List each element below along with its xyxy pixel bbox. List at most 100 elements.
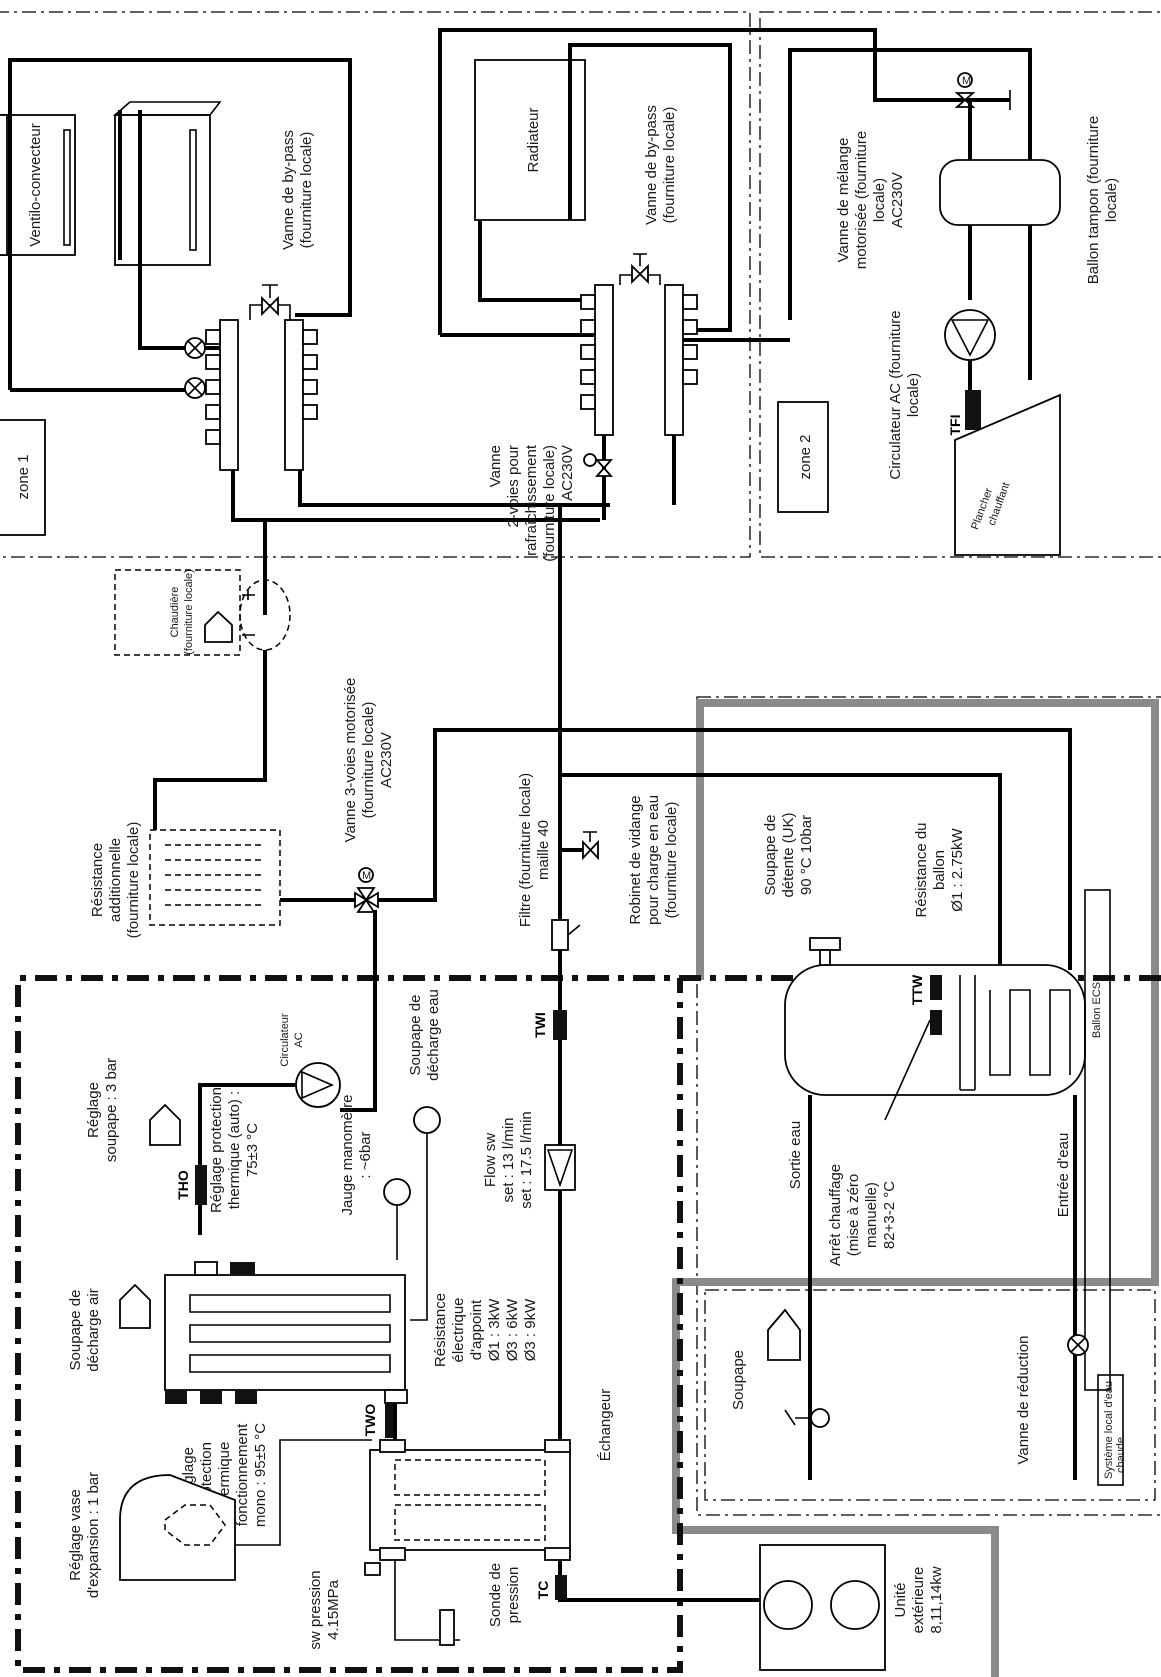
filtre-2: maille 40	[535, 820, 552, 880]
main-return-line: Filtre (fourniture locale) maille 40 Rob…	[517, 505, 1002, 1170]
tc-label: TC	[535, 1581, 551, 1600]
vanne3-1: Vanne 3-voies motorisée	[342, 678, 359, 843]
zone-frames	[0, 11, 1161, 1516]
twi-label: TWI	[532, 1012, 548, 1038]
res-ballon-2: ballon	[931, 850, 948, 890]
additional-resistance: Résistance additionnelle (fourniture loc…	[89, 822, 365, 938]
unite-ext-1: Unité	[892, 1582, 909, 1617]
soupape-air-2: décharge air	[85, 1288, 102, 1371]
boiler-group: Chaudière (fourniture locale)	[114, 569, 291, 830]
vanne3-3: AC230V	[378, 732, 395, 788]
ballon-tampon-1: Ballon tampon (fourniture	[1085, 116, 1102, 284]
heat-exchanger: Échangeur TC Réglage protection thermiqu…	[180, 1389, 750, 1641]
arret-4: 82+3-2 °C	[881, 1181, 898, 1249]
vanne-melange-3: locale)	[871, 178, 888, 222]
res-elec-3: d'appoint	[468, 1299, 485, 1360]
sonde-2: pression	[505, 1567, 522, 1624]
res-elec-1: Résistance	[432, 1293, 449, 1367]
vanne-melange-2: motorisée (fourniture	[853, 131, 870, 269]
bypass2-line2: (fourniture locale)	[661, 107, 678, 224]
tho-label: THO	[175, 1170, 191, 1200]
sonde-1: Sonde de	[487, 1563, 504, 1627]
res-elec-6: Ø3 : 9kW	[522, 1298, 539, 1361]
vanne2-line4: (fourniture locale)	[541, 445, 558, 562]
two-way-valve: Vanne 2-voies pour rafraîchissement (fou…	[487, 444, 613, 562]
soupape-detente-3: 90 °C 10bar	[798, 815, 815, 895]
vanne-reduction-label: Vanne de réduction	[1015, 1336, 1032, 1465]
circ-ac-2: AC	[293, 1032, 305, 1047]
radiator-group: Radiateur Vanne de by-pass (fourniture l…	[438, 28, 1032, 520]
indoor-unit-frame	[15, 975, 1161, 1673]
indoor-circulator: Circulateur AC	[198, 1013, 341, 1235]
zone1-box: zone 1	[0, 419, 46, 536]
res-elec-4: Ø1 : 3kW	[486, 1298, 503, 1361]
three-way-valve: M Vanne 3-voies motorisée (fourniture lo…	[340, 678, 1072, 1112]
reglage-prot-2: thermique (auto) :	[226, 1091, 243, 1209]
grey-boundaries	[672, 699, 1159, 1677]
res-ballon-3: Ø1 : 2.75kW	[949, 827, 966, 911]
sw-pression-1: sw pression	[307, 1570, 324, 1649]
flow-sw-1: Flow sw	[482, 1133, 499, 1187]
zone2-box: zone 2	[777, 401, 829, 513]
reglage-soupape-1: Réglage	[85, 1082, 102, 1138]
dhw-local-system: Soupape Vanne de réduction Système local…	[730, 1290, 1127, 1486]
expansion-vessel: Réglage vase d'expansion : 1 bar sw pres…	[67, 1439, 522, 1650]
ttw-label: TTW	[909, 974, 925, 1005]
systeme-local-1: Système local d'eau	[1103, 1381, 1115, 1479]
bypass-valve-1: Vanne de by-pass (fourniture locale)	[249, 130, 315, 320]
outdoor-unit: Unité extérieure 8,11,14kw	[750, 1544, 945, 1671]
vanne2-line3: rafraîchissement	[523, 444, 540, 556]
vanne2-line2: 2-voies pour	[505, 445, 522, 528]
sortie-eau-label: Sortie eau	[787, 1121, 804, 1189]
circ-ac-1: Circulateur	[279, 1013, 291, 1067]
vanne3-2: (fourniture locale)	[360, 702, 377, 819]
sw-pression-2: 4.15MPa	[325, 1579, 342, 1640]
res-ballon-1: Résistance du	[913, 822, 930, 917]
flow-sw-3: set : 17.5 l/min	[518, 1111, 535, 1209]
sensors-and-flow: THO Réglage protection thermique (auto) …	[175, 1010, 576, 1440]
ventilo-label: Ventilo-convecteur	[27, 123, 44, 246]
soupape-detente-2: détente (UK)	[780, 812, 797, 897]
res-add-1: Résistance	[89, 843, 106, 917]
vase-2: d'expansion : 1 bar	[85, 1472, 102, 1598]
res-add-2: additionnelle	[107, 838, 124, 922]
vanne2-line1: Vanne	[487, 445, 504, 487]
vanne2-line5: AC230V	[559, 445, 576, 501]
reglage-prot-3: 75±3 °C	[244, 1123, 261, 1177]
bypass1-line2: (fourniture locale)	[298, 132, 315, 249]
res-elec-2: électrique	[450, 1297, 467, 1362]
reglage-mono-4: fonctionnement	[234, 1423, 251, 1526]
reglage-mono-5: mono : 95±5 °C	[252, 1423, 269, 1527]
robinet-1: Robinet de vidange	[627, 795, 644, 924]
ballon-tampon-2: locale)	[1103, 178, 1120, 222]
backup-heater: Soupape de décharge air Résistance élect…	[67, 1261, 539, 1440]
chaudiere-1: Chaudière	[169, 587, 181, 638]
res-elec-5: Ø3 : 6kW	[504, 1298, 521, 1361]
robinet-2: pour charge en eau	[645, 795, 662, 925]
vanne-melange-1: Vanne de mélange	[835, 138, 852, 263]
arret-3: manuelle)	[863, 1182, 880, 1248]
soupape-eau-1: Soupape de	[407, 995, 424, 1076]
vase-1: Réglage vase	[67, 1489, 84, 1581]
flow-sw-2: set : 13 l/min	[500, 1117, 517, 1202]
echangeur-label: Échangeur	[597, 1389, 614, 1462]
fan-coil-units: Ventilo-convecteur	[0, 101, 222, 266]
arret-1: Arrêt chauffage	[827, 1164, 844, 1266]
tfi-label: TFI	[947, 415, 963, 436]
chaudiere-2: (fourniture locale)	[183, 569, 195, 655]
zone2-group: M Plancher chauffant TFI Vanne de mélang…	[835, 72, 1120, 556]
unite-ext-2: extérieure	[910, 1567, 927, 1634]
unite-ext-3: 8,11,14kw	[928, 1566, 945, 1633]
soupape-detente-1: Soupape de	[762, 815, 779, 896]
soupape-air-1: Soupape de	[67, 1290, 84, 1371]
two-label: TWO	[362, 1404, 378, 1437]
ballon-ecs-label: Ballon ECS	[1091, 982, 1103, 1038]
reglage-soupape-2: soupape : 3 bar	[103, 1058, 120, 1162]
bypass1-line1: Vanne de by-pass	[280, 130, 297, 250]
jauge-1: Jauge manomètre	[339, 1095, 356, 1216]
zone1-manifold	[184, 319, 318, 471]
pressure-valves: Réglage soupape : 3 bar Soupape de décha…	[85, 989, 442, 1321]
zone2-label: zone 2	[797, 434, 814, 479]
filtre-1: Filtre (fourniture locale)	[517, 773, 534, 927]
